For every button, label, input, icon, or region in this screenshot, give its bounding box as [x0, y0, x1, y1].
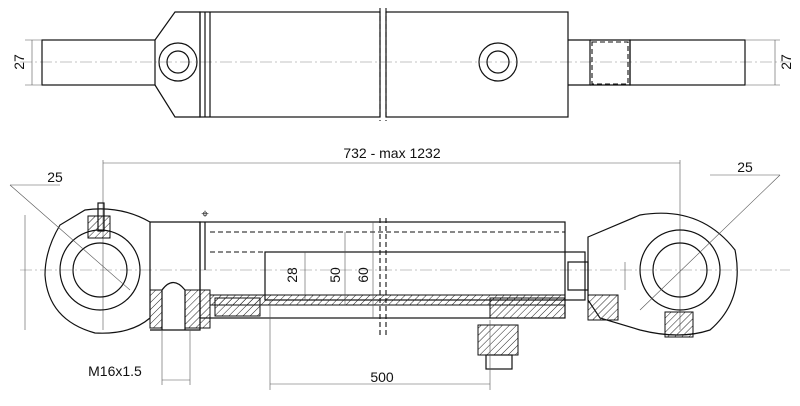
svg-text:⌖: ⌖ — [201, 206, 209, 221]
top-height-left-label: 27 — [11, 54, 27, 70]
top-view: 27 27 — [11, 8, 794, 121]
side-view: 732 - max 1232 25 ⌖ M16x1.5 — [9, 145, 790, 390]
top-height-right-label: 27 — [778, 54, 794, 70]
eye-right-label: 25 — [737, 159, 753, 175]
eye-left-label: 25 — [47, 169, 63, 185]
tube-diameter-label: 60 — [355, 267, 371, 283]
stroke-label: 500 — [370, 369, 394, 385]
bore-diameter-label: 50 — [327, 267, 343, 283]
overall-length-label: 732 - max 1232 — [343, 145, 440, 161]
port-thread-label: M16x1.5 — [88, 363, 142, 379]
rod-diameter-label: 28 — [284, 267, 300, 283]
